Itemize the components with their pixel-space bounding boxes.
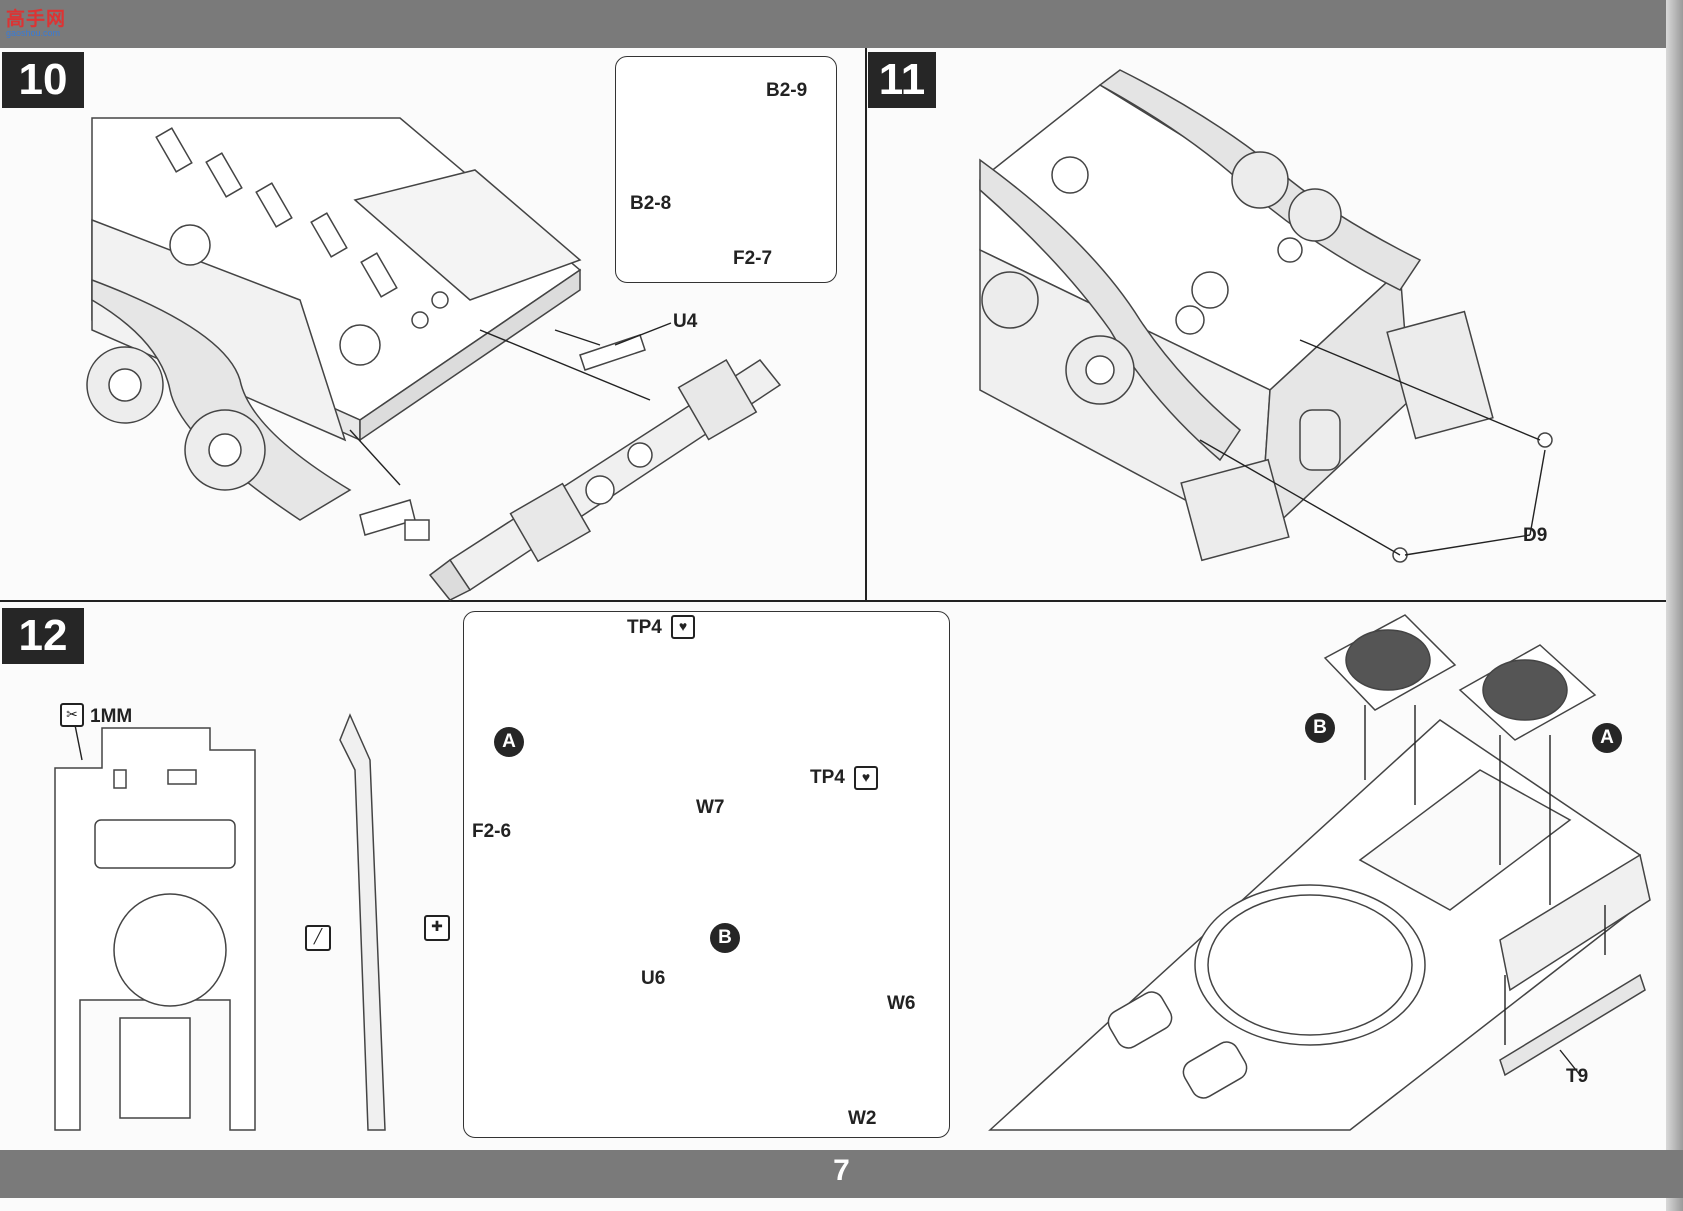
step11-hull-rear-drawing xyxy=(979,69,1553,563)
step-12-number: 12 xyxy=(2,608,84,664)
divider-horizontal xyxy=(0,600,1666,602)
glue-icon: ╱ xyxy=(305,925,331,951)
bottom-bar: 7 xyxy=(0,1150,1683,1198)
label-f2-6: F2-6 xyxy=(472,821,512,842)
page-edge xyxy=(1666,0,1683,1211)
divider-vertical-top xyxy=(865,48,867,601)
label-w7: W7 xyxy=(696,797,725,818)
label-u4: U4 xyxy=(673,311,698,332)
label-w6: W6 xyxy=(887,993,916,1014)
label-u6: U6 xyxy=(641,968,666,989)
step-10-number: 10 xyxy=(2,52,84,108)
step12-plate-front-view xyxy=(54,713,386,1131)
step10-hull-drawing xyxy=(86,117,782,601)
marker-b-callout: B xyxy=(710,923,740,953)
top-bar: 高手网 gaoshou.com xyxy=(0,0,1683,48)
bend-icon: ♥ xyxy=(671,615,695,639)
label-t9: T9 xyxy=(1566,1066,1589,1087)
step12-callout xyxy=(463,611,950,1138)
marker-a: A xyxy=(1592,723,1622,753)
site-logo: 高手网 gaoshou.com xyxy=(6,4,68,40)
label-tp4-b: TP4 xyxy=(810,767,845,788)
page-number: 7 xyxy=(833,1154,850,1187)
label-d9: D9 xyxy=(1523,525,1548,546)
step-11-number: 11 xyxy=(868,52,936,108)
label-tp4-a: TP4 xyxy=(627,617,662,638)
label-w2: W2 xyxy=(848,1108,877,1129)
label-f2-7: F2-7 xyxy=(733,248,773,269)
step12-hull-top-drawing xyxy=(988,614,1651,1131)
plastic-thickness-note: 1MM xyxy=(90,706,133,727)
site-logo-url: gaoshou.com xyxy=(6,28,61,38)
drill-icon: ✚ xyxy=(424,915,450,941)
marker-a-callout: A xyxy=(494,727,524,757)
bend-icon-b: ♥ xyxy=(854,766,878,790)
cut-icon: ✂ xyxy=(60,703,84,727)
label-b2-8: B2-8 xyxy=(630,193,672,214)
step10-callout xyxy=(615,56,837,283)
label-b2-9: B2-9 xyxy=(766,80,808,101)
marker-b: B xyxy=(1305,713,1335,743)
site-logo-mark: 高手网 xyxy=(6,8,67,30)
